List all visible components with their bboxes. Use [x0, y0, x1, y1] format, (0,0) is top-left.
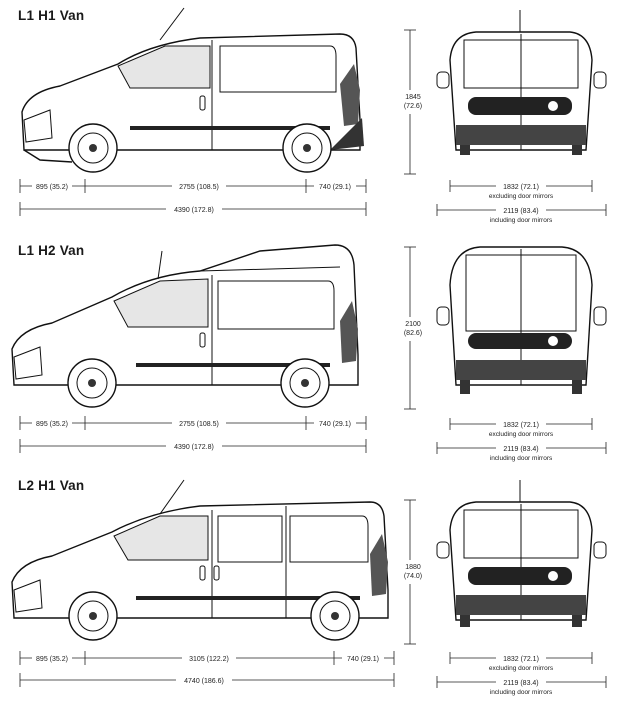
- van-rear-view: [436, 10, 607, 155]
- van-panel-l1h2: L1 H2 Van: [0, 235, 630, 470]
- width-incl-note: including door mirrors: [490, 455, 553, 462]
- width-excl-note: excluding door mirrors: [489, 431, 554, 438]
- van-panel-l2h1: L2 H1 Van: [0, 470, 630, 705]
- overall-length-label: 4390 (172.8): [174, 207, 214, 214]
- wheelbase-label: 3105 (122.2): [189, 656, 229, 663]
- overall-length-label: 4390 (172.8): [174, 444, 214, 451]
- front-overhang-label: 895 (35.2): [36, 656, 68, 663]
- front-overhang-label: 895 (35.2): [36, 421, 68, 428]
- width-excl-label: 1832 (72.1): [503, 184, 539, 191]
- width-excl-note: excluding door mirrors: [489, 193, 554, 200]
- rear-overhang-label: 740 (29.1): [319, 184, 351, 191]
- height-dim-label: 1845: [405, 94, 421, 101]
- width-incl-label: 2119 (83.4): [503, 208, 538, 215]
- wheelbase-label: 2755 (108.5): [179, 184, 219, 191]
- van-title: L2 H1 Van: [18, 478, 85, 493]
- overall-length-label: 4740 (186.6): [184, 678, 224, 685]
- height-imp-label: (82.6): [404, 330, 422, 337]
- front-overhang-label: 895 (35.2): [36, 184, 68, 191]
- van-rear-view: [436, 246, 607, 394]
- van-dimension-diagram: 2100 (82.6) 895 (35.2) 2755 (108.5) 740 …: [11, 244, 607, 462]
- width-incl-label: 2119 (83.4): [503, 446, 538, 453]
- width-incl-note: including door mirrors: [490, 217, 553, 224]
- rear-overhang-label: 740 (29.1): [347, 656, 379, 663]
- height-dim-label: 1880: [405, 564, 421, 571]
- van-dimension-diagram: 1845 (72.6) 895 (35.2) 2755 (108.5) 740 …: [19, 7, 607, 224]
- van-side-view: [11, 244, 359, 408]
- height-imp-label: (72.6): [404, 103, 422, 110]
- width-excl-note: excluding door mirrors: [489, 665, 554, 672]
- van-side-view: [21, 7, 364, 173]
- width-excl-label: 1832 (72.1): [503, 422, 539, 429]
- width-excl-label: 1832 (72.1): [503, 656, 539, 663]
- van-title: L1 H1 Van: [18, 8, 85, 23]
- width-incl-note: including door mirrors: [490, 689, 553, 696]
- van-title: L1 H2 Van: [18, 243, 85, 258]
- wheelbase-label: 2755 (108.5): [179, 421, 219, 428]
- van-panel-l1h1: L1 H1 Van: [0, 0, 630, 235]
- rear-overhang-label: 740 (29.1): [319, 421, 351, 428]
- height-dim-label: 2100: [405, 321, 421, 328]
- width-incl-label: 2119 (83.4): [503, 680, 538, 687]
- height-imp-label: (74.0): [404, 573, 422, 580]
- van-rear-view: [436, 480, 607, 627]
- van-dimension-diagram: 1880 (74.0) 895 (35.2) 3105 (122.2) 740 …: [11, 479, 607, 696]
- van-side-view: [11, 479, 389, 641]
